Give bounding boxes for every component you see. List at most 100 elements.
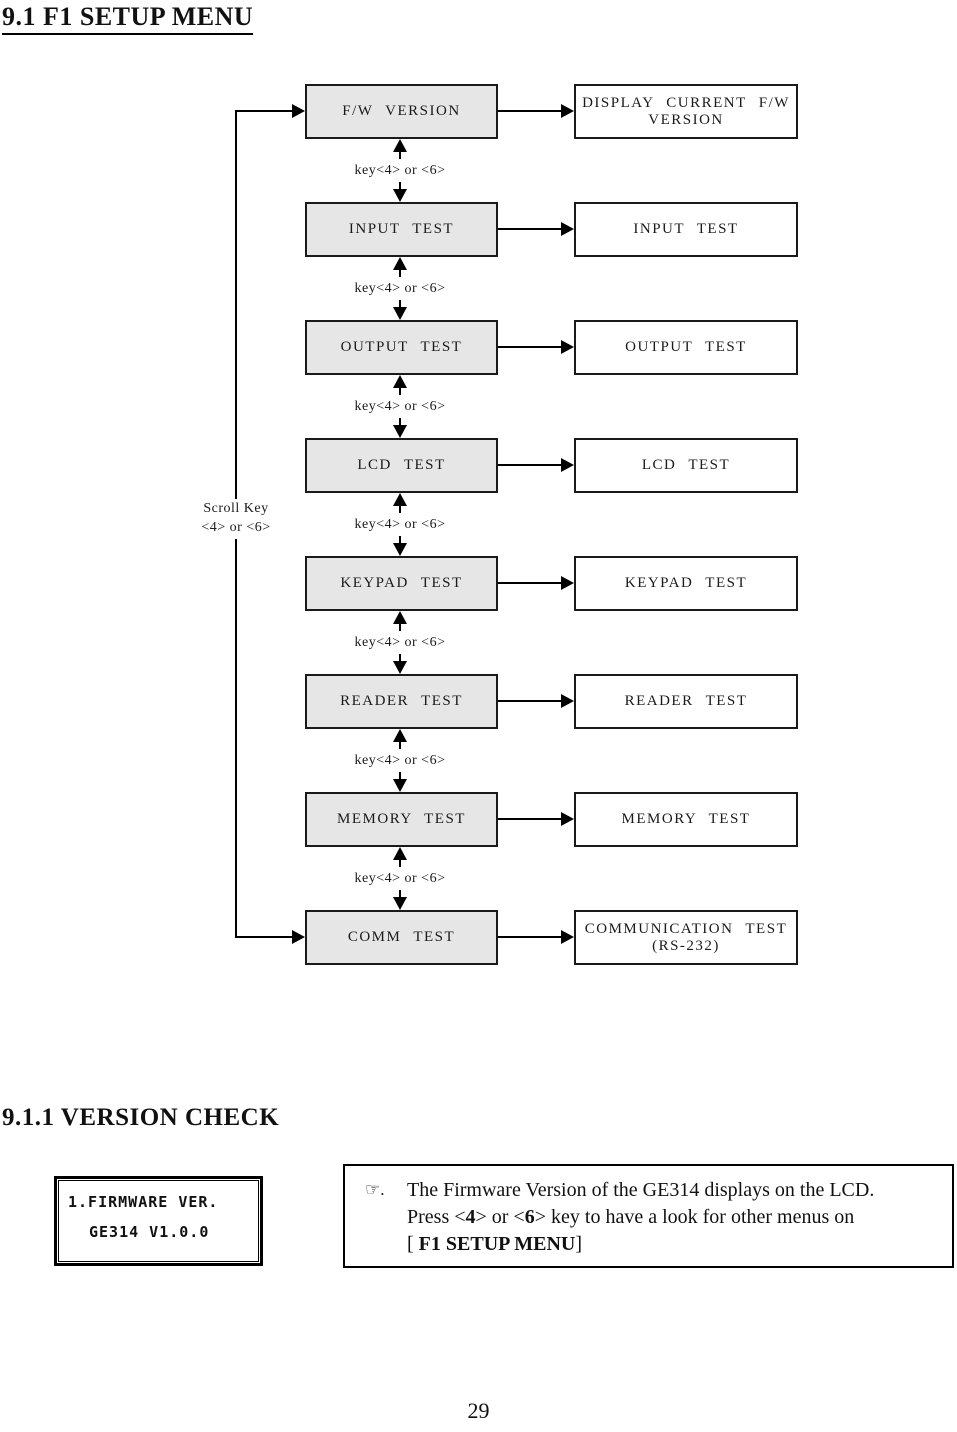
arrowhead-right-icon bbox=[292, 104, 305, 118]
arrowhead-right-icon bbox=[292, 930, 305, 944]
menu-box-reader-test: READER TEST bbox=[305, 674, 498, 729]
menu-box-input-test: INPUT TEST bbox=[305, 202, 498, 257]
result-box-label: DISPLAY CURRENT F/W bbox=[582, 94, 790, 111]
arrow-up-icon bbox=[393, 139, 407, 159]
note-line2: Press <4> or <6> key to have a look for … bbox=[407, 1206, 855, 1228]
key-connector: key<4> or <6> bbox=[340, 847, 460, 910]
menu-box-label: KEYPAD TEST bbox=[340, 575, 463, 591]
arrow-right-icon bbox=[498, 320, 574, 375]
note-box: ☞. The Firmware Version of the GE314 dis… bbox=[343, 1164, 954, 1268]
result-box-keypad-test: KEYPAD TEST bbox=[574, 556, 798, 611]
key-connector: key<4> or <6> bbox=[340, 139, 460, 202]
key-label: key<4> or <6> bbox=[354, 280, 446, 296]
flow-row-keypad-test: KEYPAD TEST KEYPAD TEST bbox=[305, 556, 798, 611]
flow-row-reader-test: READER TEST READER TEST bbox=[305, 674, 798, 729]
menu-box-lcd-test: LCD TEST bbox=[305, 438, 498, 493]
arrow-up-icon bbox=[393, 375, 407, 395]
arrow-down-icon bbox=[393, 182, 407, 202]
scroll-loop-vertical-line-upper bbox=[235, 110, 237, 499]
result-box-label: COMMUNICATION TEST bbox=[584, 920, 788, 937]
arrow-right-icon bbox=[498, 84, 574, 139]
arrow-down-icon bbox=[393, 890, 407, 910]
key-label: key<4> or <6> bbox=[354, 516, 446, 532]
lcd-display: 1.FIRMWARE VER. GE314 V1.0.0 bbox=[54, 1176, 263, 1266]
menu-box-label: OUTPUT TEST bbox=[340, 339, 463, 355]
key-label: key<4> or <6> bbox=[354, 162, 446, 178]
page-number: 29 bbox=[467, 1398, 490, 1423]
pointing-hand-icon: ☞. bbox=[365, 1180, 385, 1199]
lcd-line2: GE314 V1.0.0 bbox=[89, 1223, 210, 1241]
key-connector: key<4> or <6> bbox=[340, 257, 460, 320]
result-box-output-test: OUTPUT TEST bbox=[574, 320, 798, 375]
result-box-label: LCD TEST bbox=[641, 457, 731, 473]
result-box-memory-test: MEMORY TEST bbox=[574, 792, 798, 847]
menu-box-label: COMM TEST bbox=[347, 929, 456, 945]
menu-box-label: LCD TEST bbox=[357, 457, 446, 473]
scroll-key-label-line1: Scroll Key bbox=[203, 501, 269, 516]
scroll-loop-vertical-line-lower bbox=[235, 539, 237, 938]
arrow-right-icon bbox=[498, 438, 574, 493]
result-box-label: INPUT TEST bbox=[633, 221, 739, 237]
scroll-key-label-line2: <4> or <6> bbox=[201, 520, 271, 535]
arrow-down-icon bbox=[393, 418, 407, 438]
menu-box-label: INPUT TEST bbox=[348, 221, 455, 237]
page-title: 9.1 F1 SETUP MENU bbox=[2, 2, 254, 35]
menu-box-memory-test: MEMORY TEST bbox=[305, 792, 498, 847]
key-connector: key<4> or <6> bbox=[340, 729, 460, 792]
result-box-comm-test: COMMUNICATION TEST (RS-232) bbox=[574, 910, 798, 965]
arrow-up-icon bbox=[393, 493, 407, 513]
flow-row-memory-test: MEMORY TEST MEMORY TEST bbox=[305, 792, 798, 847]
scroll-loop-top-line bbox=[235, 110, 293, 112]
flow-row-output-test: OUTPUT TEST OUTPUT TEST bbox=[305, 320, 798, 375]
result-box-label-line2: VERSION bbox=[648, 111, 724, 128]
scroll-key-label: Scroll Key <4> or <6> bbox=[170, 499, 302, 537]
arrow-right-icon bbox=[498, 910, 574, 965]
key-connector: key<4> or <6> bbox=[340, 493, 460, 556]
arrow-up-icon bbox=[393, 729, 407, 749]
key-label: key<4> or <6> bbox=[354, 398, 446, 414]
arrow-right-icon bbox=[498, 792, 574, 847]
lcd-line1: 1.FIRMWARE VER. bbox=[68, 1193, 219, 1211]
flow-row-comm-test: COMM TEST COMMUNICATION TEST (RS-232) bbox=[305, 910, 798, 965]
key-connector: key<4> or <6> bbox=[340, 611, 460, 674]
note-line1: The Firmware Version of the GE314 displa… bbox=[407, 1179, 875, 1201]
key-label: key<4> or <6> bbox=[354, 752, 446, 768]
result-box-label: OUTPUT TEST bbox=[625, 339, 747, 355]
scroll-loop-bottom-line bbox=[235, 936, 293, 938]
note-text: The Firmware Version of the GE314 displa… bbox=[407, 1177, 874, 1266]
menu-box-fw-version: F/W VERSION bbox=[305, 84, 498, 139]
arrow-down-icon bbox=[393, 772, 407, 792]
menu-box-label: MEMORY TEST bbox=[337, 811, 466, 827]
lcd-display-inner: 1.FIRMWARE VER. GE314 V1.0.0 bbox=[58, 1180, 259, 1262]
flow-row-fw-version: F/W VERSION DISPLAY CURRENT F/W VERSION bbox=[305, 84, 798, 139]
result-box-label: KEYPAD TEST bbox=[624, 575, 748, 591]
key-label: key<4> or <6> bbox=[354, 870, 446, 886]
section-heading: 9.1.1 VERSION CHECK bbox=[2, 1104, 280, 1131]
arrow-down-icon bbox=[393, 300, 407, 320]
result-box-fw-version: DISPLAY CURRENT F/W VERSION bbox=[574, 84, 798, 139]
key-connector: key<4> or <6> bbox=[340, 375, 460, 438]
result-box-label: MEMORY TEST bbox=[621, 811, 751, 827]
note-line3: [ F1 SETUP MENU] bbox=[407, 1233, 583, 1255]
arrow-right-icon bbox=[498, 674, 574, 729]
result-box-reader-test: READER TEST bbox=[574, 674, 798, 729]
arrow-right-icon bbox=[498, 202, 574, 257]
arrow-up-icon bbox=[393, 257, 407, 277]
result-box-label: READER TEST bbox=[624, 693, 748, 709]
arrow-down-icon bbox=[393, 536, 407, 556]
menu-box-label: F/W VERSION bbox=[342, 103, 461, 119]
flow-row-input-test: INPUT TEST INPUT TEST bbox=[305, 202, 798, 257]
menu-box-output-test: OUTPUT TEST bbox=[305, 320, 498, 375]
menu-box-label: READER TEST bbox=[340, 693, 463, 709]
flow-row-lcd-test: LCD TEST LCD TEST bbox=[305, 438, 798, 493]
arrow-up-icon bbox=[393, 847, 407, 867]
menu-box-comm-test: COMM TEST bbox=[305, 910, 498, 965]
result-box-lcd-test: LCD TEST bbox=[574, 438, 798, 493]
arrow-right-icon bbox=[498, 556, 574, 611]
arrow-down-icon bbox=[393, 654, 407, 674]
arrow-up-icon bbox=[393, 611, 407, 631]
menu-box-keypad-test: KEYPAD TEST bbox=[305, 556, 498, 611]
key-label: key<4> or <6> bbox=[354, 634, 446, 650]
result-box-label-line2: (RS-232) bbox=[652, 937, 720, 954]
